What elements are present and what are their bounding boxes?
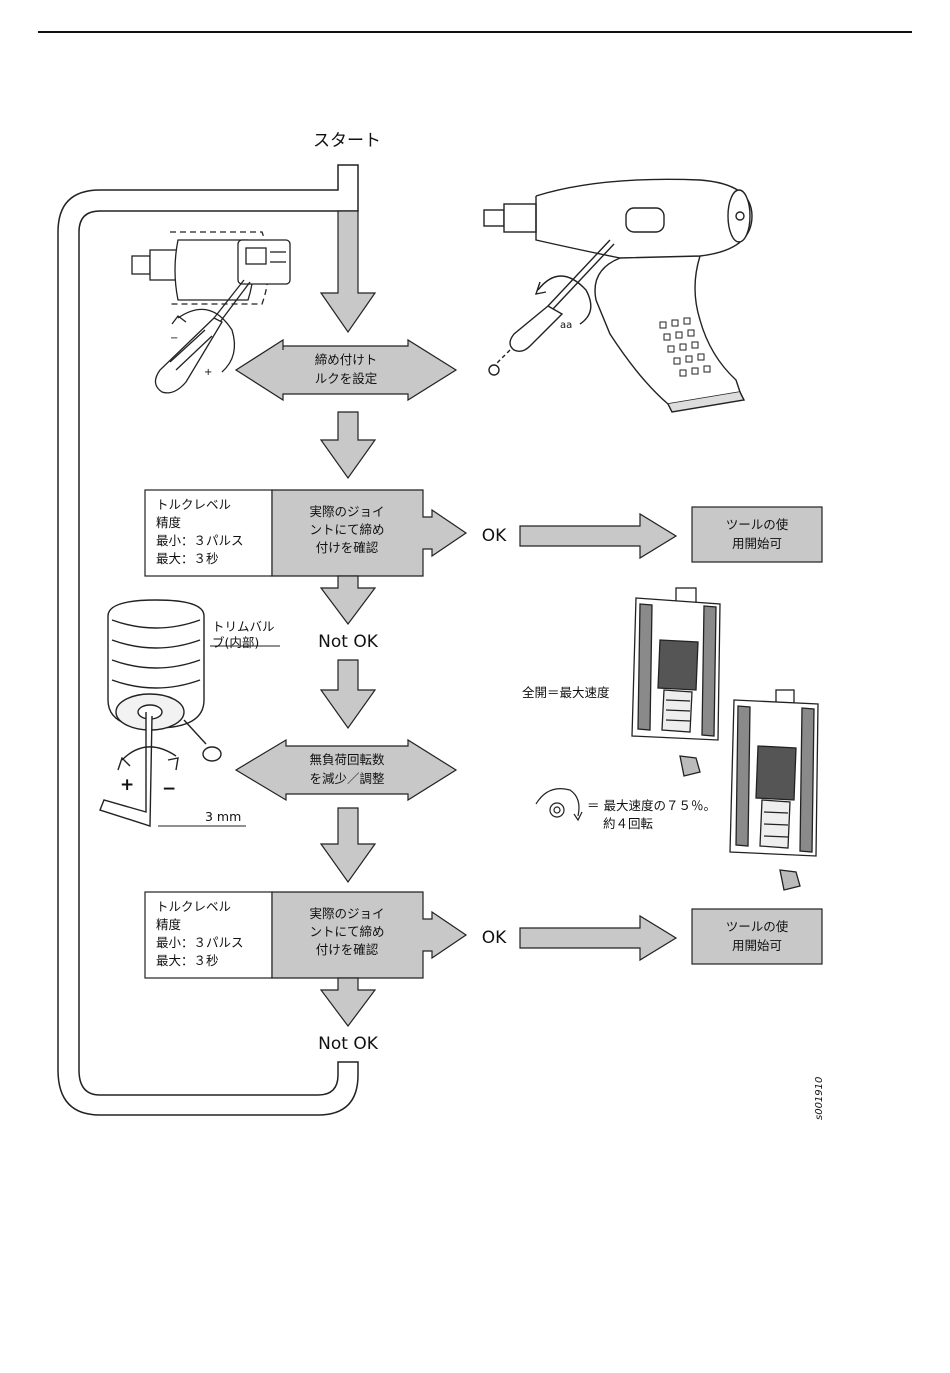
ok-label-2: OK — [482, 928, 507, 948]
arrow-down-4 — [321, 660, 375, 728]
ok-label-1: OK — [482, 526, 507, 546]
spec-1-line3: 最小：３パルス — [156, 533, 244, 548]
valve-section-75 — [730, 690, 818, 890]
spec-1-line1: トルクレベル — [156, 497, 231, 512]
check-1-line2: ントにて締め — [309, 522, 384, 537]
spec-2-line1: トルクレベル — [156, 899, 231, 914]
result-2-line2: 用開始可 — [732, 938, 782, 953]
screw-mark-label: aa — [560, 320, 572, 331]
check-1-line3: 付けを確認 — [316, 540, 379, 555]
arrow-down-1 — [321, 211, 375, 332]
result-1-line1: ツールの使 — [726, 517, 789, 532]
hex-key-minus: − — [162, 779, 176, 799]
adjust-line1: 無負荷回転数 — [309, 752, 385, 767]
spec-2-line3: 最小：３パルス — [156, 935, 244, 950]
trim-valve-line2: ブ(内部) — [212, 635, 259, 650]
spec-2-line4: 最大：３秒 — [156, 953, 219, 968]
figure-id: s001910 — [814, 1077, 825, 1120]
result-box-1 — [692, 507, 822, 562]
set-torque-double-arrow — [236, 340, 456, 400]
set-torque-line2: ルクを設定 — [315, 371, 378, 386]
screwdriver-plus-small: + — [204, 367, 212, 378]
valve-section-full-open — [632, 588, 720, 776]
adjust-double-arrow — [236, 740, 456, 800]
check-2-line2: ントにて締め — [309, 924, 384, 939]
trim-valve-line1: トリムバル — [212, 619, 275, 634]
arrow-down-5 — [321, 808, 375, 882]
result-2-line1: ツールの使 — [726, 919, 789, 934]
hex-key-size: 3 mm — [205, 809, 241, 824]
result-1-line2: 用開始可 — [732, 536, 782, 551]
arrow-down-2 — [321, 412, 375, 478]
adjust-line2: を減少／調整 — [309, 771, 385, 786]
ok-arrow-2 — [520, 916, 676, 960]
check-1-line1: 実際のジョイ — [309, 504, 384, 519]
not-ok-label-1: Not OK — [318, 632, 379, 652]
check-2-line1: 実際のジョイ — [309, 906, 384, 921]
three-quarter-line2: 約４回転 — [603, 816, 654, 831]
check-2-line3: 付けを確認 — [316, 942, 379, 957]
ok-arrow-1 — [520, 514, 676, 558]
set-torque-line1: 締め付けト — [315, 352, 378, 367]
three-quarter-line1: ＝ 最大速度の７５％。 — [587, 798, 716, 813]
rotation-icon — [536, 789, 582, 820]
spec-1-line2: 精度 — [156, 515, 182, 530]
not-ok-label-2: Not OK — [318, 1034, 379, 1054]
arrow-down-3 — [321, 576, 375, 624]
arrow-down-6 — [321, 978, 375, 1026]
start-label: スタート — [313, 131, 381, 151]
result-box-2 — [692, 909, 822, 964]
screwdriver-minus-small: − — [170, 333, 178, 344]
spec-2-line2: 精度 — [156, 917, 182, 932]
hex-key-plus: + — [120, 775, 134, 795]
pulse-tool-illustration — [484, 179, 752, 412]
full-open-label: 全開＝最大速度 — [522, 685, 610, 700]
spec-1-line4: 最大：３秒 — [156, 551, 219, 566]
